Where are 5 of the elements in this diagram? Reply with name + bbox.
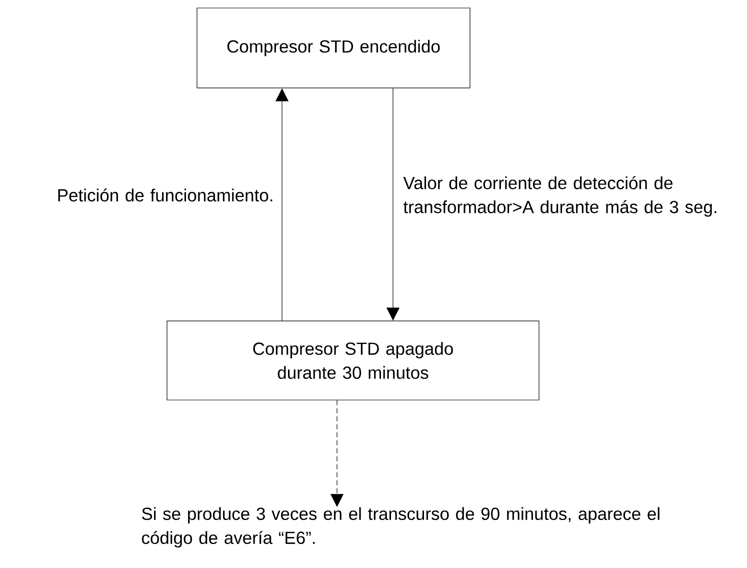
process-box: Compresor STD encendido bbox=[196, 8, 470, 88]
note-text: Si se produce 3 veces en el transcurso de 90 minutos, aparece el código de avería “E6”. bbox=[142, 507, 660, 548]
edge-label: Petición de funcionamiento. bbox=[58, 188, 272, 202]
edge-label: Valor de corriente de detección de transformador>A durante más de 3 seg. bbox=[403, 176, 716, 217]
process-box: Compresor STD apagado durante 30 minutos bbox=[166, 320, 540, 400]
